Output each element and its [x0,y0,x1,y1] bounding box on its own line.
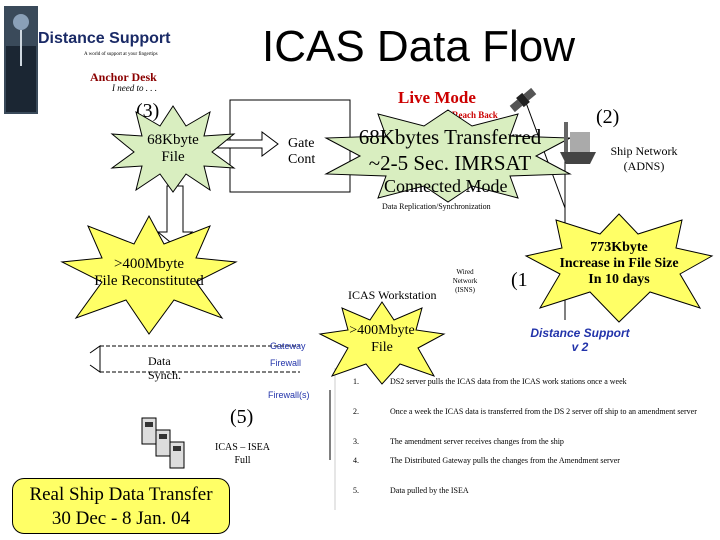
wired-network-line2: Network [452,277,478,285]
page-title: ICAS Data Flow [262,22,575,71]
distance-support-logo [4,6,179,114]
burst-reconstituted-text: >400Mbyte File Reconstituted [84,256,214,290]
burst-reconstituted-shape [60,214,238,335]
burst-reconstituted-line2: File Reconstituted [94,273,204,289]
distance-support-v2-line2: v 2 [571,340,589,354]
ship-network-text: Ship Network (ADNS) [596,144,692,174]
burst-68k-line1: 68Kbyte [147,132,199,148]
ship-icon [560,122,596,164]
distance-support-v2: Distance Support v 2 [520,326,640,354]
gateway-line2: Cont [288,152,316,167]
burst-transfer-shape [324,109,572,203]
icas-isea-text: ICAS – ISEA Full [215,441,270,467]
burst-400-file-line1: >400Mbyte [349,323,415,338]
burst-68k-text: 68Kbyte File [118,132,228,166]
gateway-label: Gateway [270,341,306,351]
logo-name: Distance Support [38,30,171,47]
satellite-link [524,99,566,209]
reach-back-label: Reach Back [452,110,498,120]
burst-400-file-shape [318,301,446,385]
burst-transfer-text: 68Kbytes Transferred ~2-5 Sec. IMRSAT [340,124,560,176]
burst-400-file-line2: File [371,340,393,355]
step-text-3: The amendment server receives changes fr… [390,437,564,446]
wired-network-line3: (ISNS) [455,286,475,294]
data-synch-text: Data Synch. [148,354,181,382]
burst-transfer-line2: ~2-5 Sec. IMRSAT [368,151,532,175]
satellite-icon [509,87,537,113]
step-num-3: 3. [353,437,359,446]
real-ship-box: Real Ship Data Transfer 30 Dec - 8 Jan. … [12,478,230,534]
burst-400-file-text: >400Mbyte File [336,322,428,356]
burst-68k-line2: File [161,149,185,165]
live-mode-label: Live Mode [398,88,476,107]
burst-773-line1: 773Kbyte [590,240,648,255]
step-text-1: DS2 server pulls the ICAS data from the … [390,377,627,386]
burst-reconstituted-line1: >400Mbyte [113,256,185,272]
logo-photo [4,6,38,114]
step-5-label: (5) [230,406,254,428]
step-num-5: 5. [353,486,359,495]
step-text-5: Data pulled by the ISEA [390,486,469,495]
logo-need: I need to . . . [112,83,157,93]
step-text-2: Once a week the ICAS data is transferred… [390,407,697,416]
burst-773-text: 773Kbyte Increase in File Size In 10 day… [538,240,700,288]
gateway-controller-text: Gate Cont [288,136,315,168]
icas-workstation-label: ICAS Workstation [348,288,437,302]
icas-isea-line1: ICAS – ISEA [215,442,271,453]
data-synch-line2: Synch. [148,368,181,382]
step-1-label: (1 [511,269,528,291]
data-replication-label: Data Replication/Synchronization [382,202,491,211]
computers-icon [141,417,185,469]
wired-network-line1: Wired [456,268,474,276]
burst-773-shape [524,213,714,323]
step-num-1: 1. [353,377,359,386]
step-num-4: 4. [353,456,359,465]
burst-transfer-line1: 68Kbytes Transferred [358,125,542,149]
step-num-2: 2. [353,407,359,416]
real-ship-line2: 30 Dec - 8 Jan. 04 [51,508,191,529]
step-text-4: The Distributed Gateway pulls the change… [390,456,620,465]
logo-tagline: A world of support at your fingertips [84,52,158,57]
firewalls-label: Firewall(s) [268,390,310,400]
ship-network-line1: Ship Network [610,144,678,158]
gateway-line1: Gate [288,136,315,151]
wired-network-text: Wired Network (ISNS) [440,268,490,295]
real-ship-line1: Real Ship Data Transfer [29,484,213,505]
data-synch-line1: Data [148,354,171,368]
burst-68k-shape [110,105,236,193]
ship-network-line2: (ADNS) [623,159,665,173]
burst-773-line2: Increase in File Size [559,256,679,271]
distance-support-v2-line1: Distance Support [530,326,630,340]
burst-773-line3: In 10 days [588,272,650,287]
firewall-label: Firewall [270,358,302,368]
connected-mode-label: Connected Mode [384,176,508,196]
step-2-label: (2) [596,106,620,128]
icas-isea-line2: Full [234,455,251,466]
logo-anchor-desk: Anchor Desk [90,70,157,84]
synch-arrow [89,345,101,373]
